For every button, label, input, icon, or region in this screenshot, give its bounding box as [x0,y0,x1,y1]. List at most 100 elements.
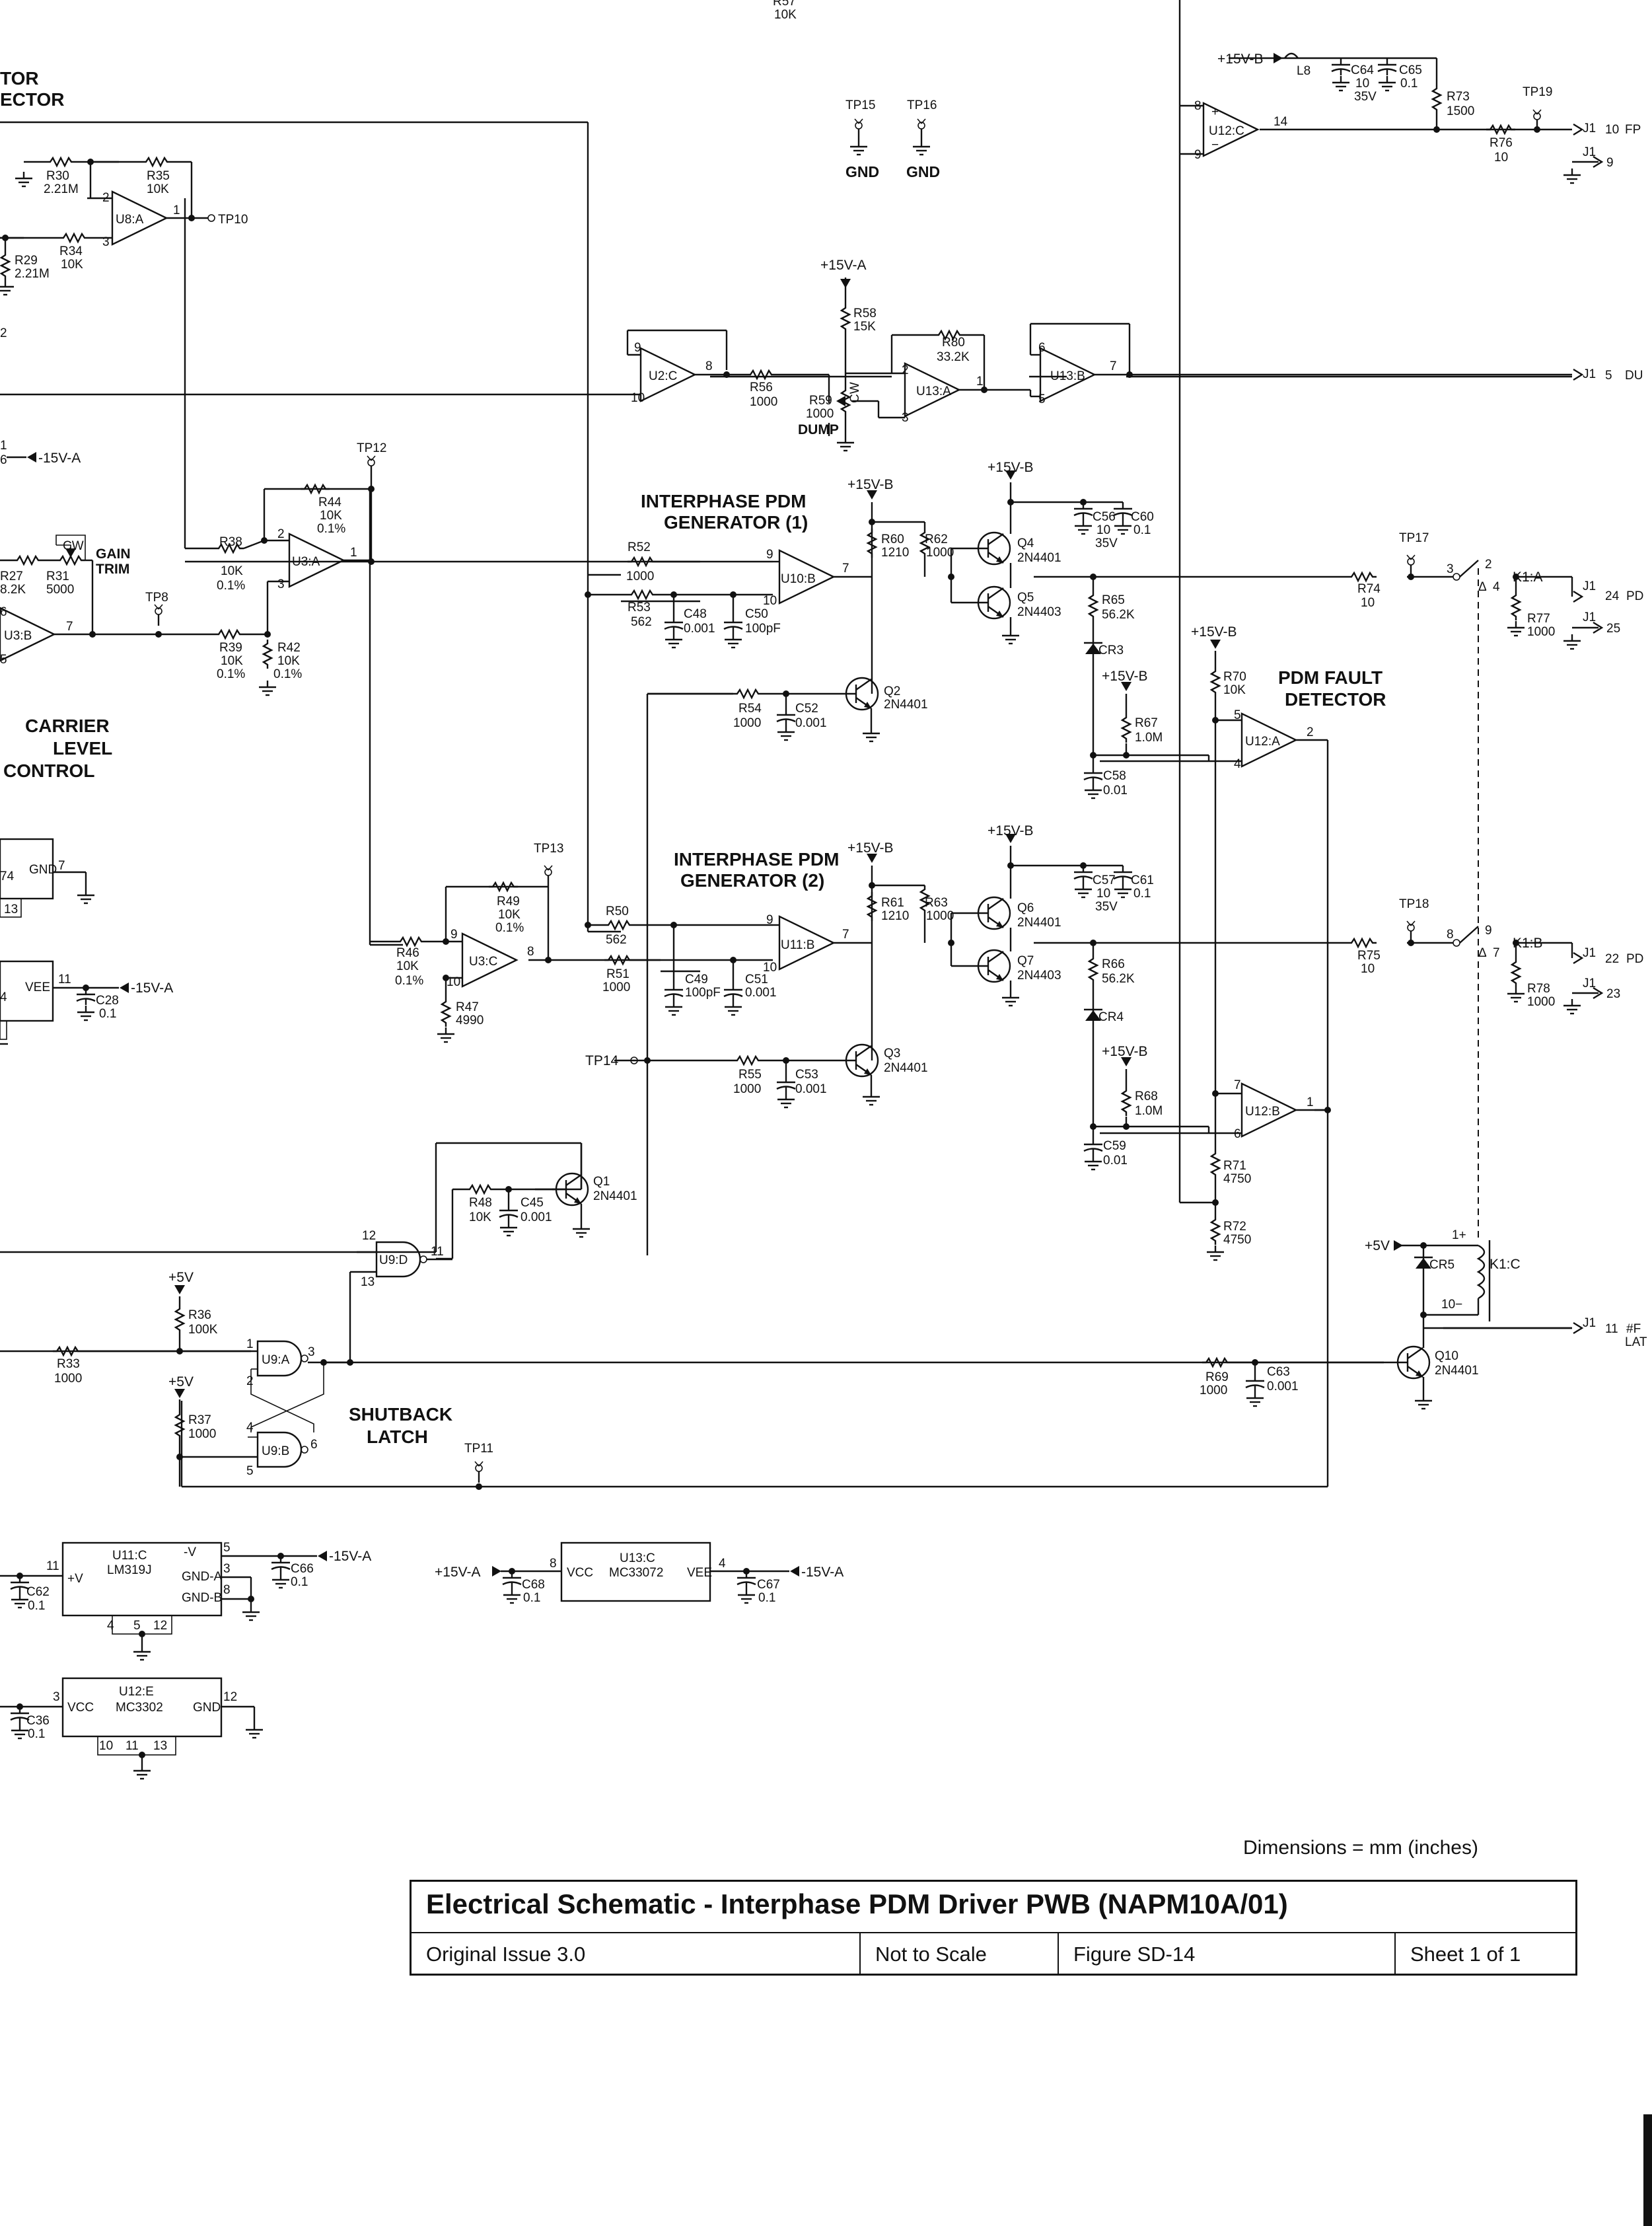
svg-text:CR4: CR4 [1098,1010,1124,1024]
svg-text:+15V-B: +15V-B [988,460,1033,475]
svg-text:C49: C49 [685,973,708,986]
pdm-fault-detector: R54 1000 C52 0.001 Q2 2N4401 +15V-B R70 … [647,624,1386,1133]
svg-text:8.2K: 8.2K [0,583,26,597]
svg-text:+: + [1211,105,1219,119]
svg-text:10: 10 [1096,887,1110,901]
svg-text:0.001: 0.001 [745,986,777,1000]
svg-text:2N4401: 2N4401 [1435,1364,1479,1378]
svg-text:10: 10 [763,594,777,608]
svg-text:10K: 10K [320,509,342,523]
svg-text:14: 14 [1274,115,1288,129]
svg-text:7: 7 [1110,359,1117,373]
svg-text:11: 11 [58,973,71,986]
svg-text:1000: 1000 [750,395,777,409]
svg-text:10: 10 [447,975,460,989]
svg-text:56.2K: 56.2K [1102,608,1135,622]
svg-text:7: 7 [1493,946,1500,960]
svg-text:9: 9 [1485,924,1492,938]
svg-text:23: 23 [1606,987,1620,1001]
u2c-label: U2:C [649,369,677,383]
svg-text:GAIN: GAIN [96,546,131,562]
svg-text:10K: 10K [221,564,243,578]
svg-text:33.2K: 33.2K [937,350,970,364]
dump-label: DUMP [798,422,839,437]
svg-text:Δ: Δ [1478,946,1487,960]
svg-text:C51: C51 [745,973,768,986]
r76-label: R76 [1490,136,1513,150]
u10b-label: U10:B [781,572,816,586]
svg-text:8: 8 [705,359,713,373]
svg-text:1000: 1000 [1200,1384,1227,1397]
svg-text:C58: C58 [1103,769,1126,783]
svg-text:C36: C36 [26,1714,50,1728]
svg-text:R34: R34 [59,244,83,258]
svg-text:R47: R47 [456,1000,479,1014]
svg-text:R63: R63 [925,896,948,910]
u9d-label: U9:D [379,1253,408,1267]
svg-text:C57: C57 [1093,873,1116,887]
title-block: Electrical Schematic - Interphase PDM Dr… [410,1880,1577,1976]
pdm-generator-2: INTERPHASE PDM GENERATOR (2) R50 562 R51… [585,823,1643,1127]
svg-text:11: 11 [431,1245,444,1259]
svg-text:1.0M: 1.0M [1135,731,1163,745]
sheet-cell: Sheet 1 of 1 [1410,1943,1521,1966]
u13b-label: U13:B [1050,369,1085,383]
c64-label: C64 [1351,63,1374,77]
svg-text:5: 5 [1605,369,1612,383]
svg-text:9: 9 [634,341,641,355]
svg-text:R58: R58 [853,307,877,320]
svg-text:0.001: 0.001 [684,622,715,636]
svg-text:R27: R27 [0,570,23,583]
svg-text:TRIM: TRIM [96,562,129,577]
svg-text:+15V-B: +15V-B [1102,1044,1147,1059]
svg-text:2: 2 [902,363,909,377]
svg-text:7: 7 [58,859,65,873]
svg-text:74: 74 [0,870,15,883]
svg-text:1000: 1000 [926,546,954,560]
ipg1-heading-b: GENERATOR (1) [664,512,808,533]
r73-value: 1500 [1447,104,1474,118]
svg-text:4750: 4750 [1223,1233,1251,1247]
svg-text:0.1%: 0.1% [273,667,302,681]
svg-text:R72: R72 [1223,1220,1246,1234]
shutback-latch: +5V R36 100K R33 1000 U9:A 1 2 3 +5V R37… [52,1270,493,1490]
svg-text:R44: R44 [318,496,341,509]
svg-text:C28: C28 [96,994,119,1008]
svg-text:2N4403: 2N4403 [1017,969,1061,983]
ipg2-heading-b: GENERATOR (2) [680,870,824,891]
issue-cell: Original Issue 3.0 [412,1933,861,1976]
svg-text:PD: PD [1626,589,1643,603]
svg-text:0.001: 0.001 [795,716,827,730]
svg-text:0.001: 0.001 [795,1082,827,1096]
svg-text:R70: R70 [1223,670,1246,684]
heading-control: CONTROL [3,761,94,781]
svg-text:J1: J1 [1583,579,1596,593]
svg-text:Q10: Q10 [1435,1349,1458,1363]
svg-text:1000: 1000 [926,909,954,923]
svg-text:9: 9 [1194,148,1202,162]
u9a-label: U9:A [262,1353,290,1367]
svg-text:1000: 1000 [806,407,834,421]
svg-text:GND-A: GND-A [182,1570,223,1584]
svg-text:1+: 1+ [1452,1228,1466,1242]
svg-text:2.21M: 2.21M [44,182,79,196]
svg-text:22: 22 [1605,952,1619,966]
svg-text:0.001: 0.001 [521,1210,552,1224]
svg-text:-15V-A: -15V-A [329,1549,371,1564]
svg-text:0.01: 0.01 [1103,784,1128,798]
svg-text:6: 6 [0,605,7,619]
u12a-label: U12:A [1245,735,1280,749]
svg-text:12: 12 [362,1229,376,1243]
pdm-generator-1: INTERPHASE PDM GENERATOR (1) R53 562 R52… [585,460,1643,755]
u3c-block: TP13 R49 10K 0.1% R46 10K 0.1% U3:C 910 … [370,842,563,1043]
svg-text:C61: C61 [1131,873,1154,887]
tp16-label: TP16 [907,98,937,112]
ipg1-heading-a: INTERPHASE PDM [641,491,806,511]
c65-label: C65 [1399,63,1422,77]
svg-text:13: 13 [4,903,18,916]
svg-text:R49: R49 [497,895,520,909]
svg-text:R60: R60 [881,533,904,546]
svg-text:6: 6 [1038,341,1046,355]
svg-text:GND: GND [193,1701,221,1715]
